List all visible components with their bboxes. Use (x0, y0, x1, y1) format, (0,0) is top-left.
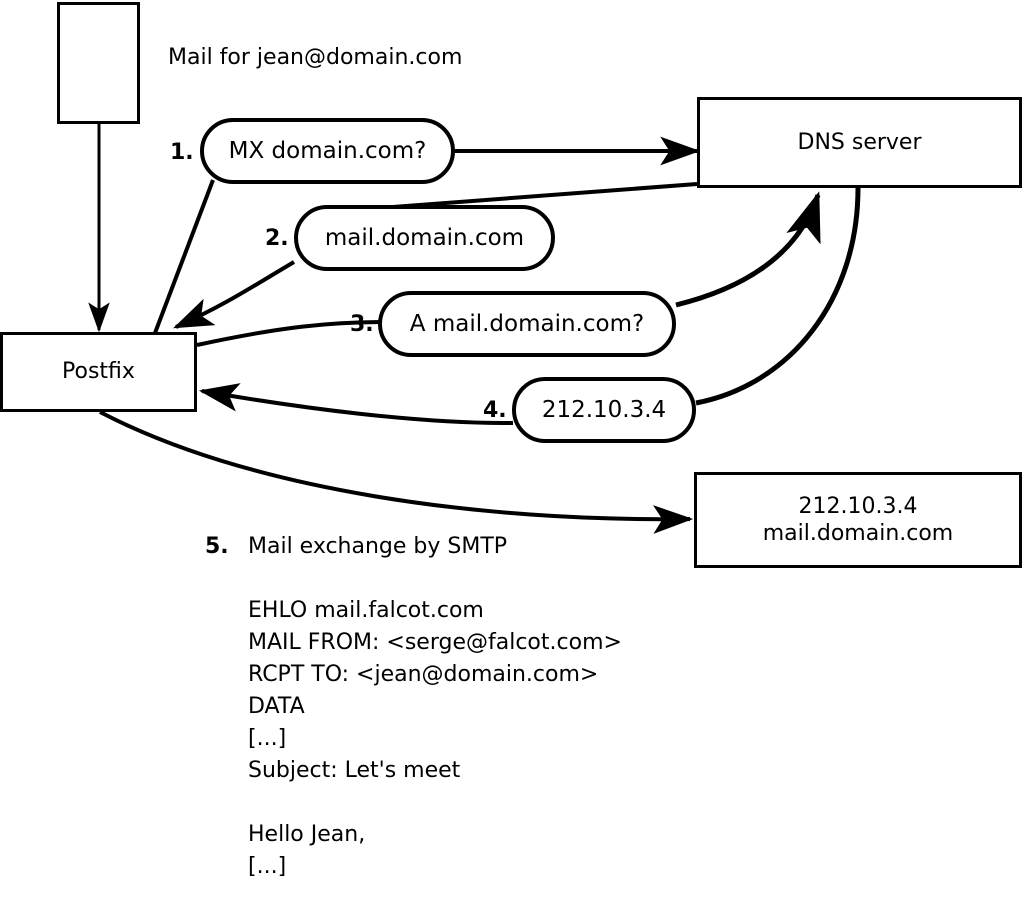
edge-bubble2-to-postfix (173, 260, 296, 329)
step-4-bubble: 212.10.3.4 (512, 377, 696, 443)
edge-bubble3-to-dns (675, 191, 821, 308)
postfix-box: Postfix (0, 332, 197, 412)
step-3-label: A mail.domain.com? (409, 311, 645, 337)
step-5-number: 5. (205, 534, 229, 559)
step-2-label: mail.domain.com (324, 225, 525, 251)
edge-bubble1-tail (153, 179, 215, 334)
step-4-label: 212.10.3.4 (541, 397, 667, 423)
postfix-label: Postfix (62, 359, 135, 385)
source-box (57, 2, 140, 124)
step-2-bubble: mail.domain.com (294, 205, 555, 271)
step-1-number: 1. (170, 140, 194, 165)
page-title: Mail for jean@domain.com (168, 45, 463, 70)
step-3-number: 3. (350, 312, 374, 337)
target-server-hostname: mail.domain.com (762, 521, 954, 546)
smtp-transcript: EHLO mail.falcot.com MAIL FROM: <serge@f… (248, 598, 622, 919)
dns-server-label: DNS server (797, 129, 922, 155)
dns-server-box: DNS server (697, 97, 1022, 188)
edge-bubble4-to-postfix (198, 383, 514, 426)
edge-postfix-to-target (99, 410, 694, 534)
step-4-number: 4. (483, 398, 507, 423)
edge-dns-to-bubble4 (695, 187, 861, 406)
step-3-bubble: A mail.domain.com? (378, 291, 676, 357)
step-1-bubble: MX domain.com? (200, 118, 455, 184)
edge-postfix-to-bubble3 (196, 320, 385, 347)
target-server-box: 212.10.3.4 mail.domain.com (694, 472, 1022, 568)
step-2-number: 2. (265, 226, 289, 251)
target-server-ip: 212.10.3.4 (798, 493, 918, 519)
step-1-label: MX domain.com? (228, 138, 427, 164)
step-5-label: Mail exchange by SMTP (248, 534, 508, 559)
